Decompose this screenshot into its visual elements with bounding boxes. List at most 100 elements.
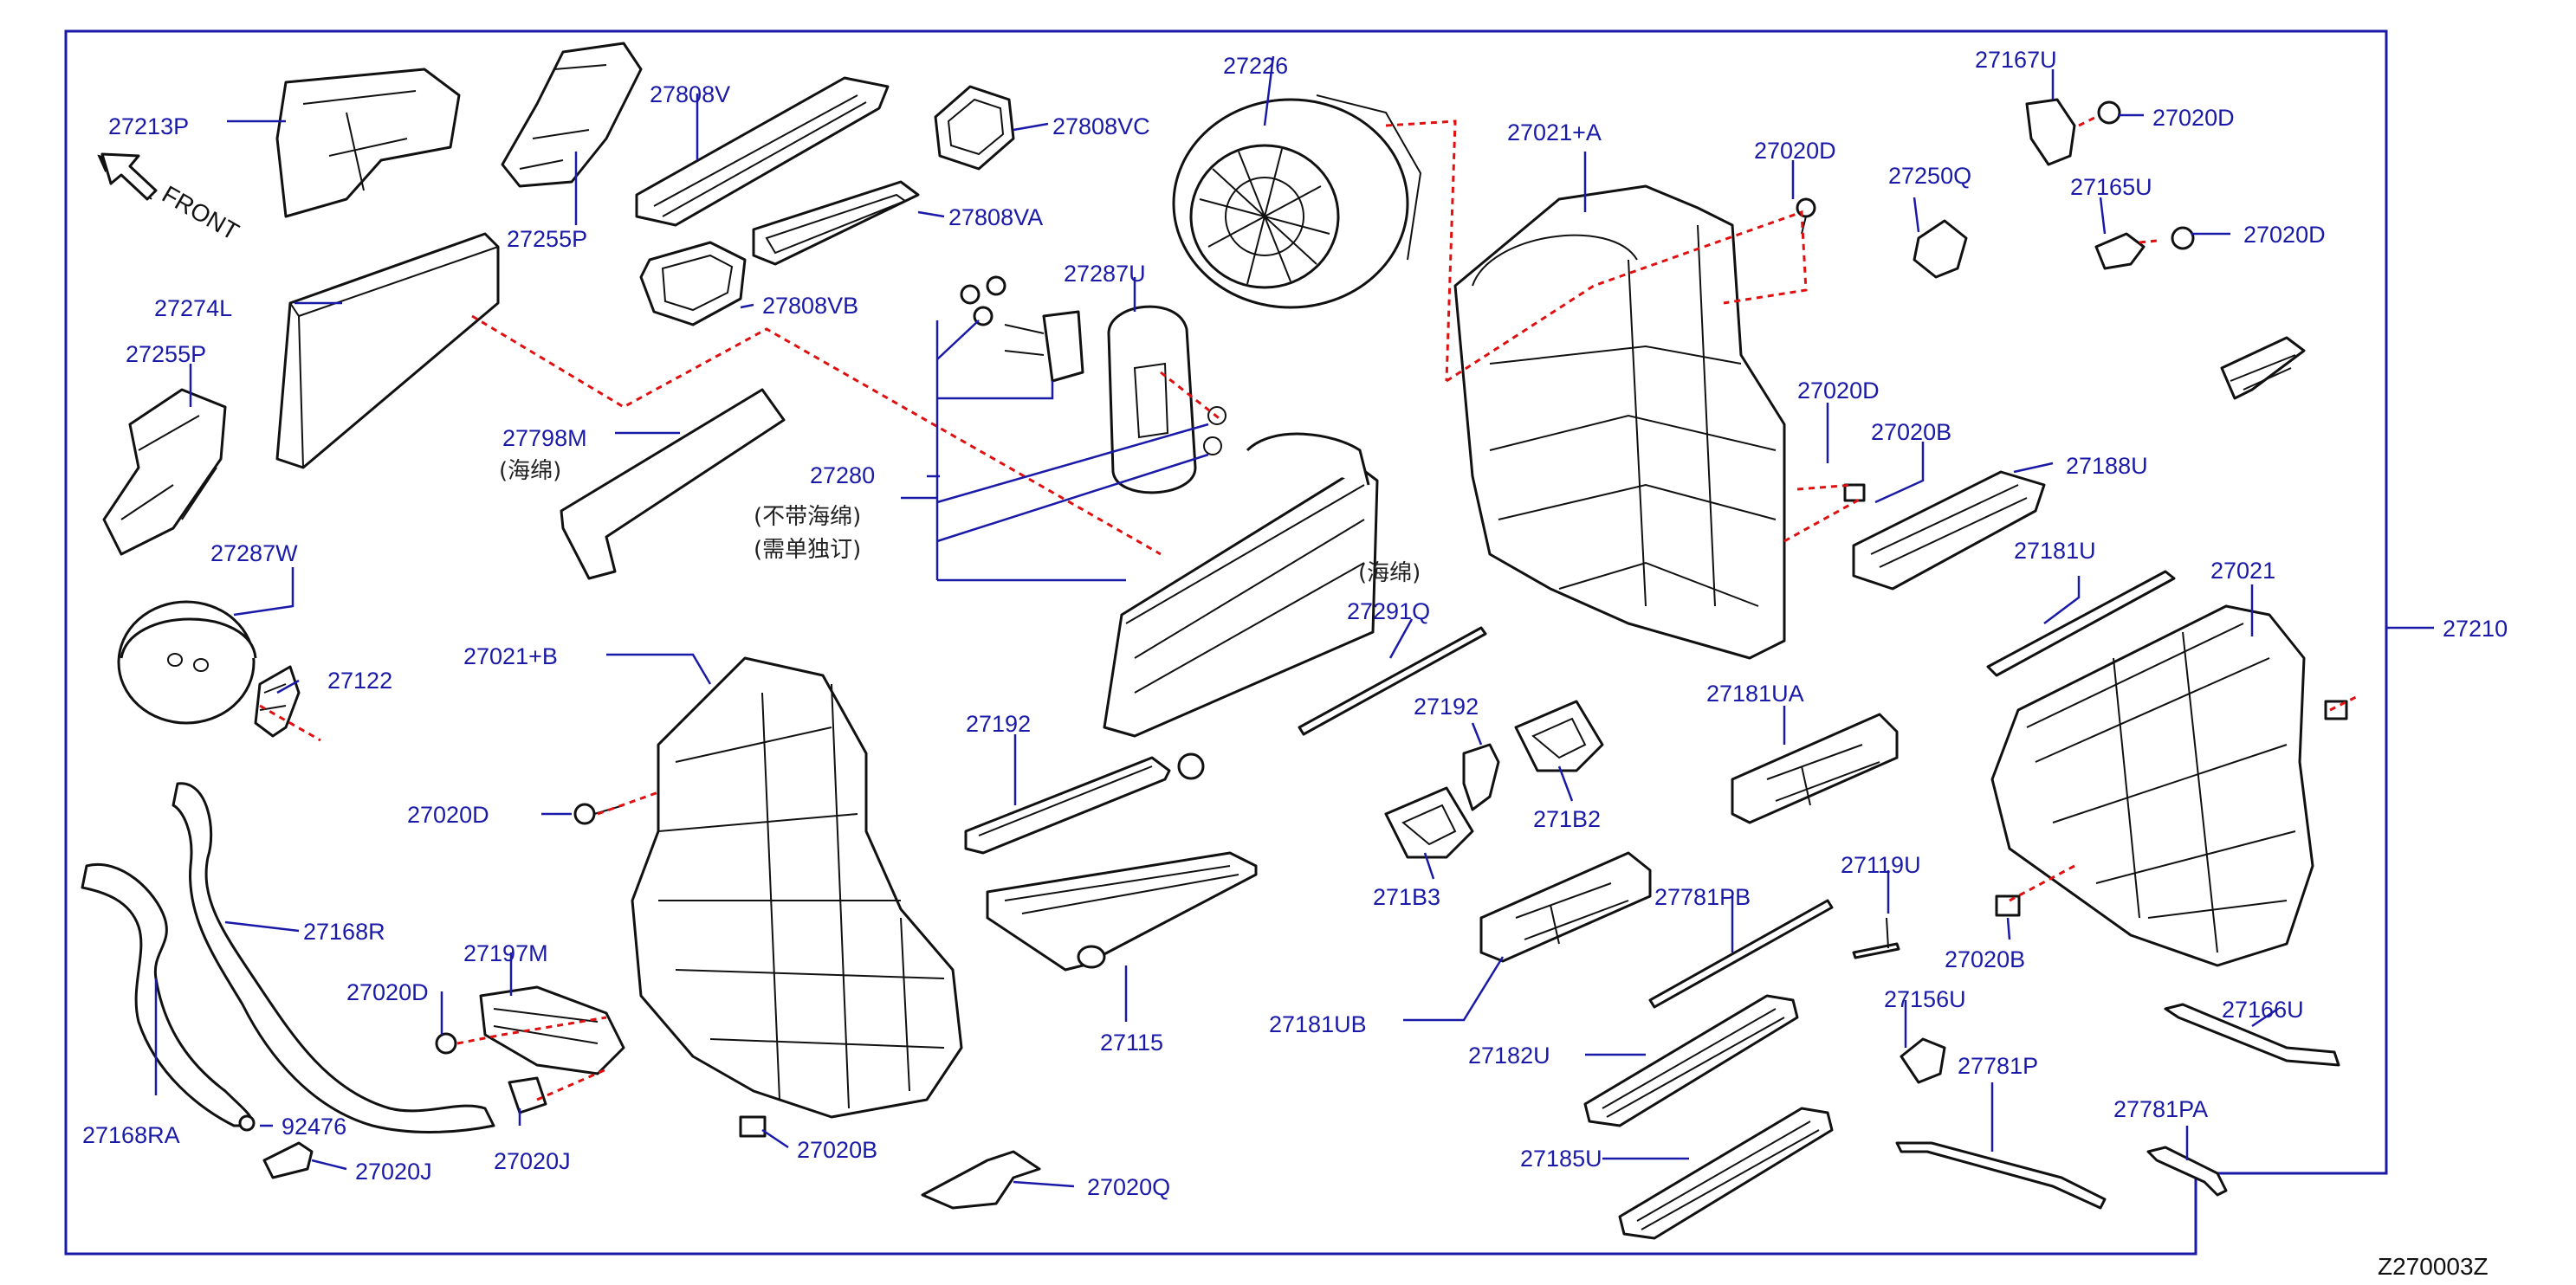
part-27181U-rod xyxy=(1986,570,2176,677)
callout-label: 27020D xyxy=(2243,222,2326,248)
callout-label: 27020D xyxy=(407,802,489,828)
callout-label: 27119U xyxy=(1841,852,1921,878)
part-27250Q-bracket xyxy=(1913,219,1968,279)
callout-label: 27020Q xyxy=(1087,1174,1170,1200)
callout-label: 27291Q xyxy=(1347,598,1430,624)
part-27808VA-seal xyxy=(752,180,920,266)
callout-label: 27168RA xyxy=(82,1122,180,1148)
callout-label: 27156U xyxy=(1884,986,1966,1012)
leader-tree-27280 xyxy=(901,320,1209,582)
callout-label: 27781PA xyxy=(2113,1096,2208,1122)
part-27020J-bracket-mid xyxy=(508,1076,547,1114)
part-clip-cluster xyxy=(2220,336,2306,400)
callout-label: 27255P xyxy=(126,341,206,367)
callout-label: 27808V xyxy=(650,81,730,107)
callout-label: 92476 xyxy=(282,1114,346,1140)
callout-label: 27020B xyxy=(1871,419,1951,445)
callout-label: 27192 xyxy=(1414,694,1479,720)
front-label: FRONT xyxy=(158,180,243,245)
part-27021-lower-case xyxy=(1990,604,2314,967)
part-expansion-valve xyxy=(960,275,1084,383)
callout-label: 27020D xyxy=(1797,378,1880,404)
callout-label: 27021 xyxy=(2210,558,2275,584)
callout-label: 27197M xyxy=(463,940,548,966)
part-92476-clip xyxy=(238,1114,256,1132)
part-27181UB-door xyxy=(1479,851,1652,963)
callout-label: 27115 xyxy=(1100,1030,1163,1056)
drawing-code: Z270003Z xyxy=(2378,1253,2489,1280)
part-27020Q xyxy=(921,1150,1041,1210)
note-no-sponge: (不带海绵) xyxy=(754,504,861,530)
part-27156U-clip xyxy=(1900,1037,1946,1084)
part-27287U-sponge-block xyxy=(1107,305,1197,494)
callout-label: 27781P xyxy=(1958,1053,2038,1079)
front-arrow xyxy=(97,152,158,201)
part-27168RA-hose xyxy=(81,863,254,1127)
part-27226-blower-motor xyxy=(1172,94,1422,309)
callout-label: 27166U xyxy=(2222,997,2304,1023)
callout-label: 27020D xyxy=(1754,138,1836,164)
assembly-lines xyxy=(259,115,2357,1101)
callout-label: 27808VB xyxy=(762,293,858,319)
part-27255P-left-bracket xyxy=(102,388,227,556)
part-screw-27020D-a xyxy=(1796,197,1816,235)
part-271B2-bracket xyxy=(1514,700,1604,772)
callout-label: 27122 xyxy=(327,668,392,694)
callout-label: 27226 xyxy=(1223,53,1288,79)
note-sponge-27798M: (海绵) xyxy=(499,458,561,484)
part-27182U-door xyxy=(1583,994,1799,1127)
callout-label: 27167U xyxy=(1975,47,2057,73)
callout-label: 27213P xyxy=(108,113,189,139)
callout-label: 27188U xyxy=(2066,453,2148,479)
part-27020B-plate-left xyxy=(739,1115,767,1138)
callout-label: 27020B xyxy=(1945,946,2025,972)
callout-label: 27781PB xyxy=(1654,884,1751,910)
callout-label: 27181U xyxy=(2014,538,2096,564)
callout-label: 27021+A xyxy=(1507,119,1602,145)
part-27119U-pin xyxy=(1852,917,1900,959)
part-27021A-upper-case xyxy=(1453,184,1786,660)
part-27115-heater-core xyxy=(986,851,1258,972)
part-27808V-seal xyxy=(635,76,890,227)
callout-labels: 27213P 27808V 27808VC 27226 27021+A 2702… xyxy=(82,47,2508,1200)
callout-label: 27798M xyxy=(502,425,587,451)
note-sponge-27291Q: (海绵) xyxy=(1358,560,1421,586)
part-27274L-cabin-filter xyxy=(275,232,500,469)
part-27168R-hose xyxy=(172,782,495,1133)
part-27020J-bracket-lower xyxy=(262,1141,314,1179)
callout-label: 271B2 xyxy=(1533,806,1601,832)
part-27781PA-rod xyxy=(2146,1146,2228,1197)
callout-label: 27255P xyxy=(507,226,587,252)
part-27185U-door xyxy=(1618,1107,1834,1240)
part-27291Q-strip xyxy=(1298,626,1487,736)
callout-label: 27192 xyxy=(966,711,1031,737)
callout-label: 27020J xyxy=(494,1148,571,1174)
callout-label: 27165U xyxy=(2070,174,2152,200)
part-27808VB-seal xyxy=(639,241,747,326)
callout-label: 27287W xyxy=(210,540,298,566)
part-27188U-actuator xyxy=(1843,470,2046,591)
callout-label: 27808VA xyxy=(948,204,1043,230)
part-27167U-link xyxy=(2025,98,2121,166)
callout-label: 27168R xyxy=(303,919,385,945)
callout-label: 27210 xyxy=(2443,616,2508,642)
leader-lines xyxy=(154,55,2279,1188)
part-27808VC-seal xyxy=(934,85,1015,171)
part-27165U-link xyxy=(2094,226,2195,270)
part-27122-clip xyxy=(254,665,301,738)
callout-label: 27250Q xyxy=(1888,163,1971,189)
callout-label: 27020D xyxy=(346,979,429,1005)
part-27280-evaporator xyxy=(1103,406,1379,738)
part-27781PB-rod xyxy=(1648,899,1834,1009)
callout-label: 27020D xyxy=(2152,105,2235,131)
callout-label: 27020B xyxy=(797,1137,877,1163)
part-27021B-left-case xyxy=(631,656,963,1119)
part-screw-27020D-lower xyxy=(435,1032,457,1055)
callout-label: 27280 xyxy=(810,462,875,488)
part-27192-clip xyxy=(1462,743,1500,811)
part-271B3-bracket xyxy=(1384,786,1474,859)
part-27181UA-door xyxy=(1731,713,1899,824)
part-27192-heater xyxy=(964,752,1205,855)
part-27166U-rod xyxy=(2164,1003,2340,1067)
